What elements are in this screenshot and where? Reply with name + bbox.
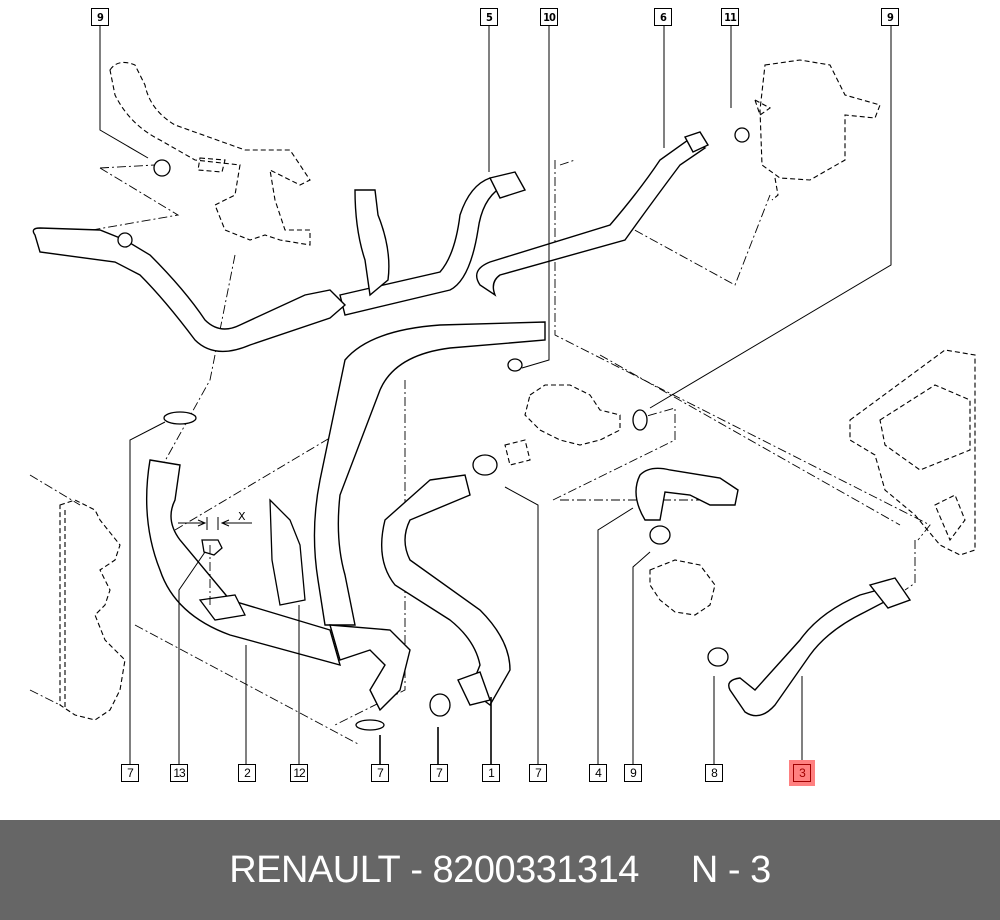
part-number: 8200331314 — [432, 848, 640, 891]
footer-separator: - — [410, 848, 423, 891]
callout-7-a[interactable]: 7 — [121, 764, 139, 782]
hose-4 — [635, 467, 739, 521]
callout-10[interactable]: 10 — [540, 8, 558, 26]
water-pump-ghost — [504, 384, 716, 616]
heater-matrix-ghost — [849, 349, 976, 556]
callout-label: 2 — [244, 766, 251, 780]
callout-1[interactable]: 1 — [482, 764, 500, 782]
callout-7-d[interactable]: 7 — [529, 764, 547, 782]
part-info-footer: RENAULT - 8200331314 N - 3 — [0, 820, 1000, 920]
callout-2[interactable]: 2 — [238, 764, 256, 782]
callout-label: 7 — [127, 766, 134, 780]
radiator-ghost — [59, 499, 126, 721]
callout-label: 8 — [711, 766, 718, 780]
callout-9-top-right[interactable]: 9 — [881, 8, 899, 26]
callout-5[interactable]: 5 — [480, 8, 498, 26]
callout-label: 7 — [535, 766, 542, 780]
callout-9-bottom[interactable]: 9 — [624, 764, 642, 782]
callout-7-c[interactable]: 7 — [430, 764, 448, 782]
dimension-x — [178, 517, 252, 605]
callout-label: 7 — [436, 766, 443, 780]
callout-12[interactable]: 12 — [290, 764, 308, 782]
expansion-tank-ghost — [734, 59, 881, 201]
callout-9-top-left[interactable]: 9 — [91, 8, 109, 26]
callout-label: 1 — [488, 766, 495, 780]
callout-6[interactable]: 6 — [654, 8, 672, 26]
callout-label: 6 — [660, 10, 667, 24]
callout-label: 9 — [630, 766, 637, 780]
callout-4[interactable]: 4 — [589, 764, 607, 782]
hose-5 — [339, 171, 527, 316]
callout-label: 9 — [97, 10, 104, 24]
callout-7-b[interactable]: 7 — [371, 764, 389, 782]
leader-lines — [99, 25, 892, 764]
dimension-label: X — [238, 510, 246, 523]
ref-number: 3 — [750, 848, 771, 891]
parts-diagram: 9 5 10 6 11 9 X 7 13 2 12 7 7 1 7 4 9 8 … — [29, 8, 976, 786]
diagram-drawing — [29, 25, 976, 764]
callout-label: 5 — [486, 10, 493, 24]
clamps — [163, 358, 729, 731]
ref-prefix: N — [690, 848, 718, 891]
callout-label: 7 — [377, 766, 384, 780]
hose-main — [145, 321, 546, 712]
callout-label: 12 — [293, 766, 305, 780]
callout-label: 3 — [799, 766, 806, 780]
callout-8[interactable]: 8 — [705, 764, 723, 782]
brand-name: RENAULT — [229, 848, 401, 891]
callout-label: 13 — [173, 766, 185, 780]
hose-1 — [380, 474, 511, 707]
hose-left-upper — [32, 227, 347, 353]
ref-separator: - — [727, 848, 741, 891]
callout-11[interactable]: 11 — [721, 8, 739, 26]
callout-label: 10 — [543, 10, 556, 24]
thermostat-housing-ghost — [109, 61, 311, 246]
hose-6 — [476, 131, 710, 297]
callout-3-highlighted[interactable]: 3 — [789, 760, 815, 786]
callout-label: 4 — [595, 766, 602, 780]
callout-label: 9 — [887, 10, 894, 24]
callout-label: 11 — [724, 10, 737, 24]
hose-3 — [728, 577, 912, 717]
callout-13[interactable]: 13 — [170, 764, 188, 782]
